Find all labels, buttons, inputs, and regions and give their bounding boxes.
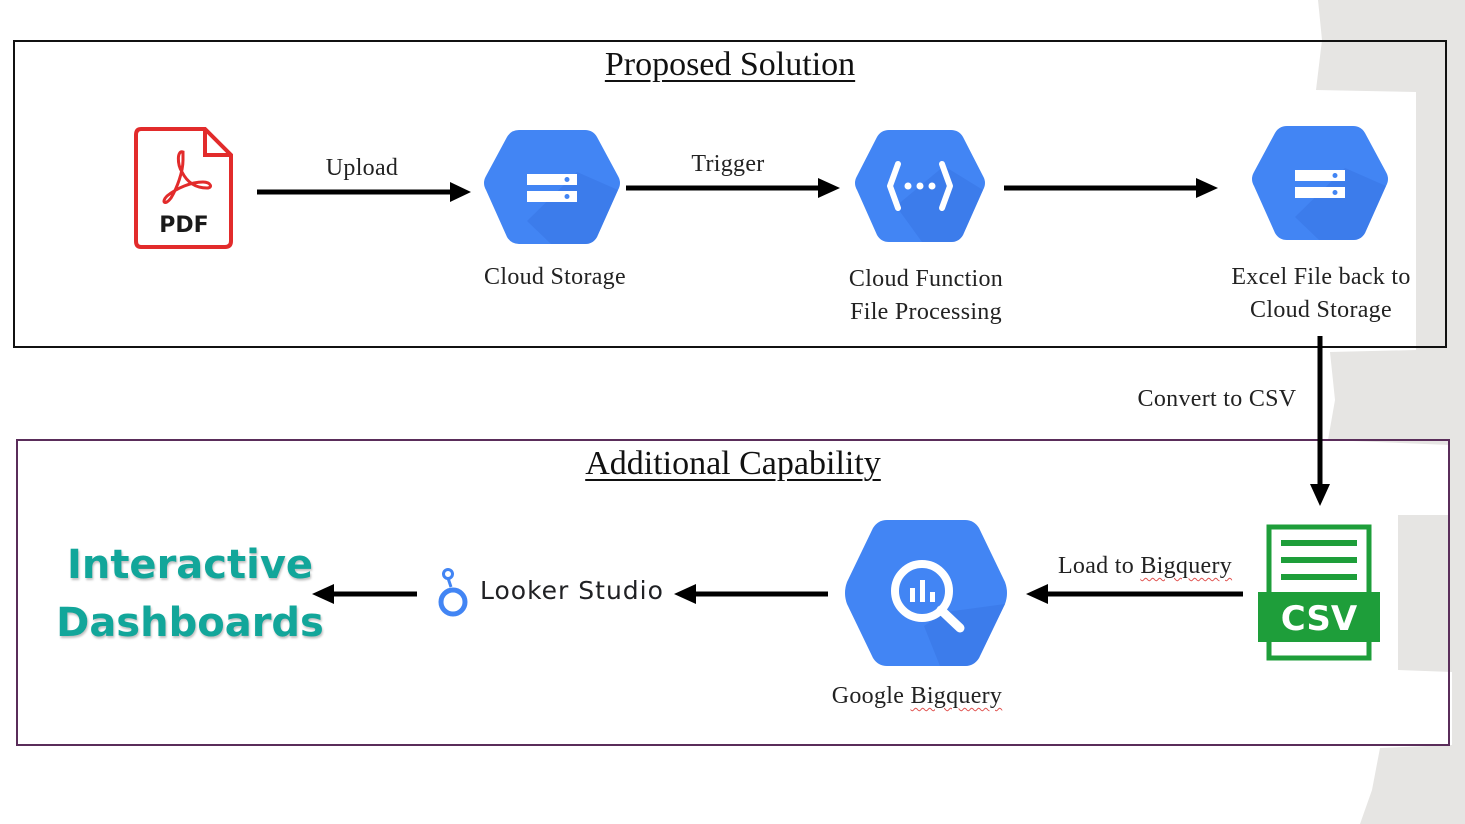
arrow-to-excel xyxy=(1004,178,1218,198)
proposed-solution-title: Proposed Solution xyxy=(604,46,856,83)
dashboards-line2: Dashboards xyxy=(56,600,324,646)
arrow-to-looker xyxy=(674,584,828,604)
excel-output-line2: Cloud Storage xyxy=(1250,297,1392,323)
cloud-function-icon xyxy=(855,130,985,242)
google-bigquery-word: Bigquery xyxy=(910,683,1003,709)
cloud-storage-label: Cloud Storage xyxy=(484,264,626,290)
csv-file-icon: CSV xyxy=(1258,524,1380,661)
interactive-dashboards-title: Interactive Dashboards xyxy=(40,536,340,652)
excel-output-line1: Excel File back to xyxy=(1231,264,1411,290)
load-to-bigquery-word: Bigquery xyxy=(1140,553,1233,579)
additional-capability-title: Additional Capability xyxy=(585,445,881,482)
dashboards-line1: Interactive xyxy=(66,542,314,588)
upload-label: Upload xyxy=(325,155,399,181)
cloud-function-line2: File Processing xyxy=(850,299,1002,325)
looker-studio-icon xyxy=(438,568,468,617)
cloud-storage-icon xyxy=(484,130,620,244)
bigquery-icon xyxy=(845,520,1007,666)
cloud-function-label: Cloud Function File Processing xyxy=(820,263,1032,329)
google-prefix: Google xyxy=(831,683,911,709)
csv-label: CSV xyxy=(1281,599,1358,639)
load-to-prefix: Load to xyxy=(1057,553,1141,579)
arrow-convert-down xyxy=(1310,336,1330,506)
trigger-label: Trigger xyxy=(691,151,765,177)
additional-capability-panel: Additional Capability xyxy=(16,439,1450,746)
arrow-trigger xyxy=(626,178,840,198)
arrow-load-bigquery xyxy=(1026,584,1243,604)
pdf-file-icon: PDF xyxy=(134,127,233,249)
excel-output-label: Excel File back to Cloud Storage xyxy=(1210,261,1432,327)
cloud-storage-output-icon xyxy=(1252,126,1388,240)
arrow-to-dashboards xyxy=(312,584,417,604)
load-to-bigquery-label: Load to Bigquery xyxy=(1040,550,1250,583)
cloud-function-line1: Cloud Function xyxy=(848,266,1004,292)
google-bigquery-label: Google Bigquery xyxy=(812,680,1022,713)
looker-studio-label: Looker Studio xyxy=(480,576,664,605)
pdf-label: PDF xyxy=(159,213,208,238)
proposed-solution-panel: Proposed Solution xyxy=(13,40,1447,348)
arrow-upload xyxy=(257,182,471,202)
convert-to-csv-label: Convert to CSV xyxy=(1137,386,1297,412)
